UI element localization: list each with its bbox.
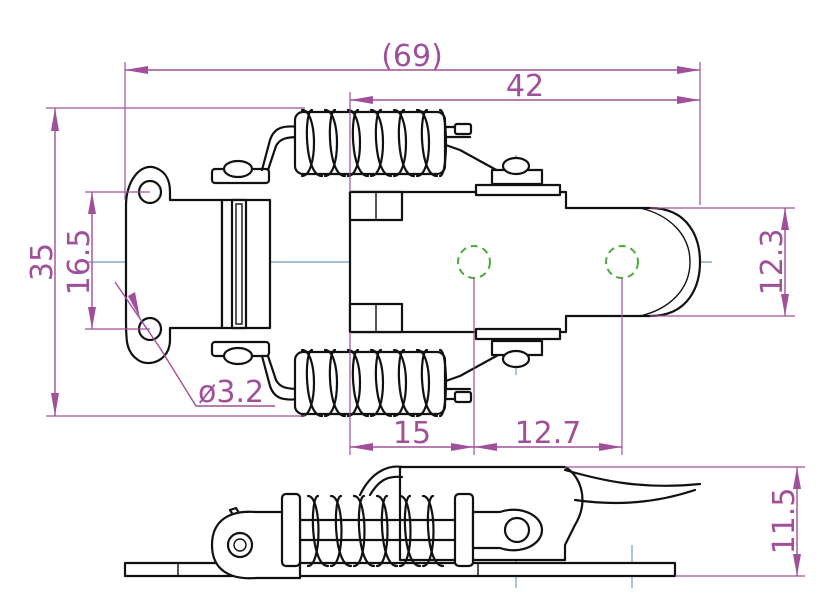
dim-overall-length: (69)	[381, 39, 443, 74]
dim-hook-length: 42	[506, 69, 544, 104]
dim-spring-to-hole: 15	[393, 416, 431, 451]
dimension-lines	[46, 62, 805, 577]
dim-total-height: 35	[25, 243, 60, 281]
side-view	[123, 465, 702, 580]
top-view	[124, 108, 702, 418]
lower-spring	[293, 348, 448, 418]
base-plate	[124, 165, 224, 365]
dim-side-height: 11.5	[767, 488, 802, 555]
dim-hole-diameter: ø3.2	[198, 375, 264, 410]
upper-spring	[293, 108, 448, 178]
dim-mount-hole-spacing: 16.5	[62, 229, 97, 296]
dim-hole-to-hole: 12.7	[515, 416, 582, 451]
dim-hook-width: 12.3	[755, 229, 790, 296]
